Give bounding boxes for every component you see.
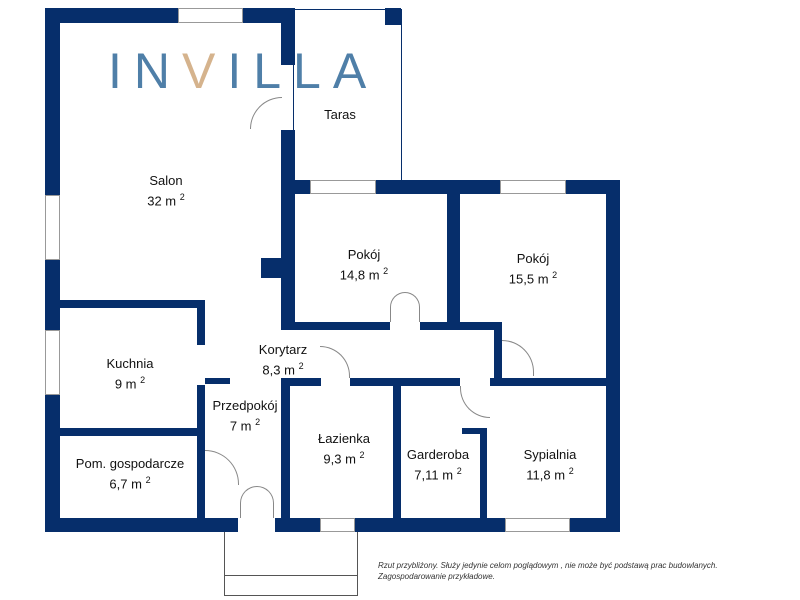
logo-text: ILLA — [227, 43, 379, 99]
wall — [350, 378, 460, 386]
door — [460, 386, 490, 418]
window — [178, 8, 243, 23]
door — [240, 486, 274, 518]
wall — [494, 322, 502, 378]
wall — [197, 300, 205, 345]
invilla-logo: INVILLA — [108, 46, 378, 96]
wall — [606, 180, 620, 532]
wall — [45, 8, 295, 23]
wall — [45, 518, 238, 532]
door — [502, 340, 534, 376]
wall — [205, 378, 230, 384]
wall — [281, 8, 295, 65]
wall — [60, 428, 205, 436]
wall — [60, 300, 205, 308]
wall — [385, 8, 401, 25]
window — [500, 180, 566, 194]
window — [310, 180, 376, 194]
window — [320, 518, 355, 532]
wall — [45, 8, 60, 532]
door — [390, 292, 420, 322]
wall — [281, 378, 290, 518]
window — [45, 330, 60, 395]
entrance-step — [224, 532, 358, 576]
window — [505, 518, 570, 532]
door — [205, 450, 239, 485]
logo-text: V — [182, 43, 228, 99]
wall — [490, 378, 606, 386]
room-label-taras: Taras — [324, 107, 356, 122]
wall — [447, 194, 460, 328]
wall — [281, 130, 295, 330]
door — [320, 346, 350, 378]
wall — [197, 385, 205, 518]
window — [45, 195, 60, 260]
wall — [420, 322, 502, 330]
wall — [480, 428, 487, 518]
wall — [462, 428, 487, 434]
wall — [281, 378, 321, 386]
disclaimer-note: Rzut przybliżony. Służy jedynie celom po… — [378, 561, 718, 581]
logo-text: IN — [108, 43, 182, 99]
door — [250, 97, 282, 129]
wall — [393, 378, 401, 518]
wall — [281, 322, 390, 330]
wall — [261, 258, 283, 278]
